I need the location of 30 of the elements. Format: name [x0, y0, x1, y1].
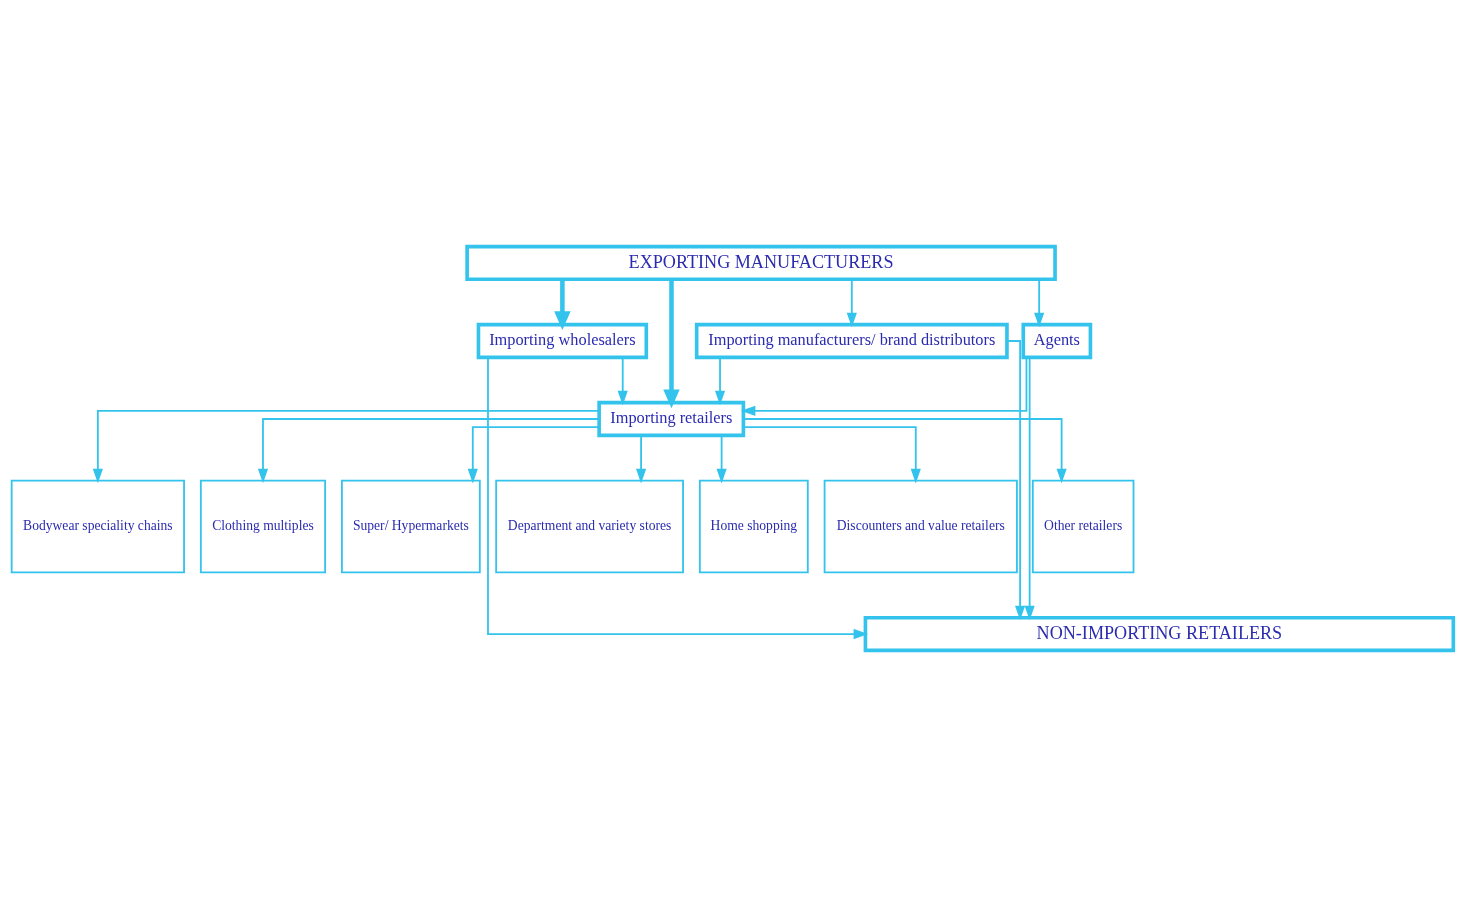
arrow — [716, 434, 727, 484]
node-box: Clothing multiples — [199, 479, 327, 574]
node-box: Home shopping — [698, 479, 809, 574]
arrow — [663, 279, 680, 409]
arrow — [487, 356, 869, 640]
arrow — [636, 434, 647, 484]
node-box: Importing retailers — [597, 400, 746, 438]
node-box: Discounters and value retailers — [823, 479, 1018, 574]
arrow — [714, 356, 726, 406]
arrow — [257, 418, 600, 484]
node-box: EXPORTING MANUFACTURERS — [465, 244, 1057, 282]
arrow — [1006, 340, 1026, 621]
arrow — [740, 356, 1028, 416]
node-box: Importing manufacturers/ brand distributors — [694, 322, 1009, 360]
arrow — [1034, 278, 1045, 328]
arrow — [617, 356, 628, 406]
node-box: Other retailers — [1031, 479, 1135, 574]
arrow — [742, 426, 921, 484]
arrow — [554, 279, 571, 331]
arrow — [742, 418, 1067, 484]
node-box: NON-IMPORTING RETAILERS — [863, 615, 1456, 653]
node-box: Bodywear speciality chains — [10, 479, 185, 574]
arrow — [1024, 356, 1035, 621]
node-box: Super/ Hypermarkets — [341, 479, 481, 574]
node-box: Importing wholesalers — [476, 322, 649, 360]
arrow — [92, 409, 600, 484]
arrow — [846, 278, 857, 328]
arrow — [467, 426, 600, 484]
node-box: Department and variety stores — [495, 479, 684, 574]
node-box: Agents — [1021, 322, 1093, 360]
